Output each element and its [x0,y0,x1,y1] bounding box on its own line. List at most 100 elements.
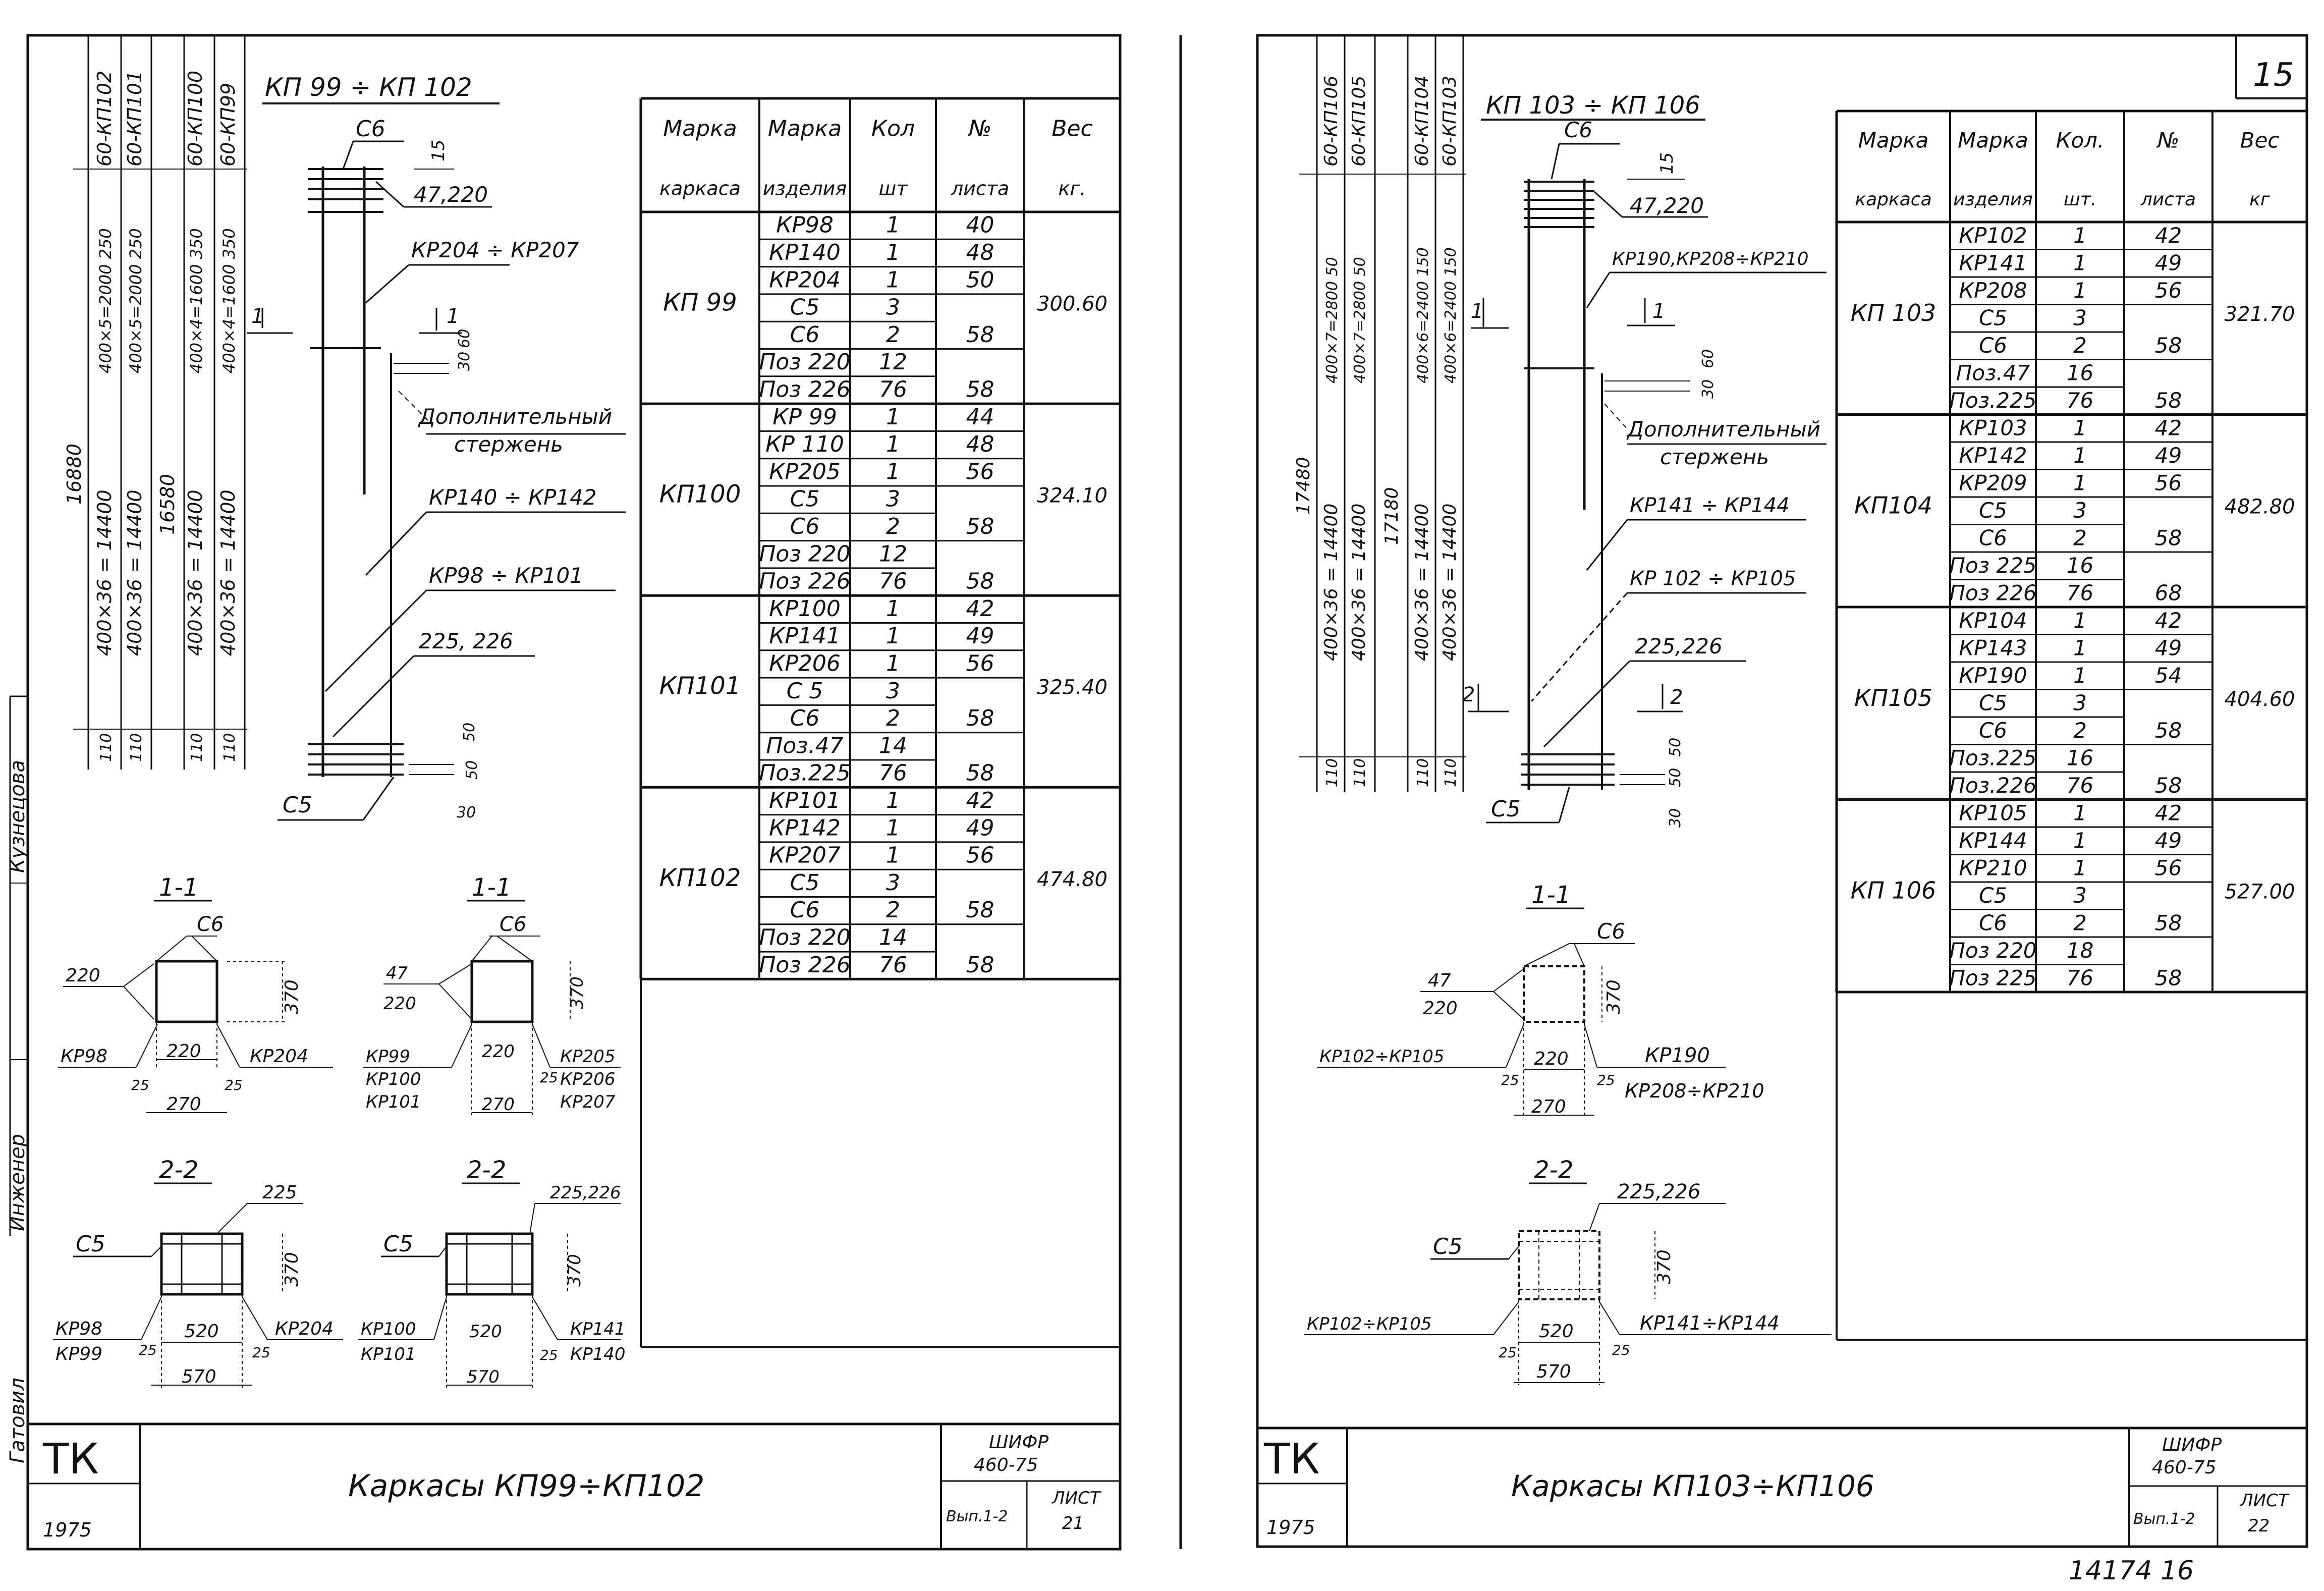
frame-weight: 324.10 [1037,484,1108,508]
table-subheader: каркаса [659,177,741,199]
item-mark: Поз.226 [1949,773,2036,798]
mark-60-kp99: 60-КП99 [217,83,239,167]
item-qty: 76 [2067,965,2093,990]
item-mark: КР105 [1959,800,2027,825]
item-sheet: 58 [966,952,994,978]
item-qty: 1 [2073,443,2087,468]
callout-c5-bottom: С5 [283,792,312,818]
callout-c6-top: С6 [356,116,385,142]
item-mark: Поз 220 [759,541,850,567]
dim-50-a: 50 [461,723,478,742]
item-mark: КР207 [769,843,841,868]
dim-h: 370 [282,1252,302,1287]
dim-110-a: 110 [1323,758,1341,787]
item-mark: С5 [790,870,820,896]
item-qty: 2 [2073,333,2087,358]
dim-total-b: 17180 [1381,487,1402,545]
table-subheader: изделия [1953,189,2033,210]
label-kr205: КР205 [560,1047,616,1067]
item-mark: Поз 226 [1949,580,2036,605]
item-qty: 14 [879,733,907,758]
stamp-role: Инженер [6,1134,29,1231]
title-block-year: 1975 [1266,1516,1315,1539]
frame-weight: 474.80 [1037,868,1108,891]
title-block-year: 1975 [43,1519,92,1541]
title-block-code1: ШИФР [2162,1435,2222,1455]
dim-30: 30 [456,352,473,371]
item-mark: С6 [790,322,820,348]
item-mark: С6 [790,705,820,731]
stamp-name: Кузнецова [6,760,29,873]
item-sheet: 49 [2155,828,2182,853]
item-mark: КР103 [1959,415,2027,440]
dim-top-a: 400×7=2800 50 [1323,257,1341,383]
item-mark: Поз.225 [1949,388,2036,413]
item-qty: 1 [886,843,900,868]
dim-main-a: 400×36 = 14400 [93,489,116,656]
table-subheader: кг [2249,189,2271,210]
dim-h: 370 [1654,1249,1675,1284]
section-title: 2-2 [1534,1156,1573,1184]
item-mark: КР141 [769,623,841,649]
section-title: 2-2 [467,1156,506,1184]
item-sheet: 48 [966,240,994,265]
item-sheet: 56 [2155,278,2182,303]
item-mark: КР142 [769,815,841,841]
dim-w: 220 [1534,1049,1569,1069]
label-225-226: 225,226 [1617,1180,1700,1203]
item-mark: КР102 [1959,223,2027,248]
label-220: 220 [66,965,100,986]
dim-wt: 270 [167,1094,201,1115]
callout-additional-bar-1: Дополнительный [418,404,612,429]
frame-mark: КП 103 [1851,299,1936,326]
item-qty: 1 [886,651,900,677]
frame-mark: КП105 [1854,684,1932,711]
item-sheet: 49 [2155,635,2182,660]
item-qty: 18 [2067,938,2093,963]
table-header: Марка [1858,128,1929,153]
item-mark: КР140 [769,240,841,265]
label-kr101: КР101 [361,1344,416,1364]
item-sheet: 58 [966,514,994,539]
table-subheader: шт [879,177,909,199]
item-qty: 1 [2073,250,2087,275]
dim-w: 220 [482,1041,515,1062]
item-qty: 2 [2073,718,2087,743]
callout-kr190-kr208-kr210: КР190,КР208÷КР210 [1612,249,1809,269]
dim-top-c: 400×4=1600 350 [187,228,206,373]
left-title-block: ТК 1975 Каркасы КП99÷КП102 ШИФР 460-75 В… [42,1432,1101,1541]
item-mark: Поз.47 [1956,360,2030,385]
frame-mark: КП 106 [1851,877,1936,904]
item-sheet: 56 [966,843,994,868]
item-qty: 1 [886,267,900,293]
item-qty: 1 [886,623,900,649]
dim-h: 370 [282,979,302,1014]
item-mark: КР104 [1959,608,2027,633]
table-subheader: листа [2140,189,2196,210]
item-sheet: 58 [2155,773,2182,798]
dim-30: 30 [1699,379,1717,399]
item-qty: 1 [2073,855,2087,880]
title-block-sheet-label: ЛИСТ [1051,1488,1101,1508]
dim-60: 60 [456,329,473,348]
dim-total-a: 16880 [63,444,85,505]
item-sheet: 58 [2155,525,2182,550]
item-sheet: 58 [966,377,994,403]
item-mark: Поз 220 [759,349,850,375]
item-mark: Поз 226 [759,377,850,403]
item-sheet: 58 [2155,388,2182,413]
item-mark: Поз 220 [1949,938,2036,963]
item-qty: 76 [879,377,907,403]
item-sheet: 42 [966,596,994,622]
frame-weight: 527.00 [2225,881,2295,904]
item-mark: КР143 [1959,635,2027,660]
table-header: Кол [871,116,915,141]
label-kr102-kr105: КР102÷КР105 [1319,1047,1445,1067]
frame-mark: КП100 [659,480,741,509]
table-header: Вес [1052,116,1092,141]
item-mark: С6 [1979,718,2007,743]
table-header: № [967,116,992,141]
item-qty: 76 [2067,773,2093,798]
item-mark: С6 [790,514,820,539]
footer-archive-number: 14174 16 [2069,1556,2194,1586]
